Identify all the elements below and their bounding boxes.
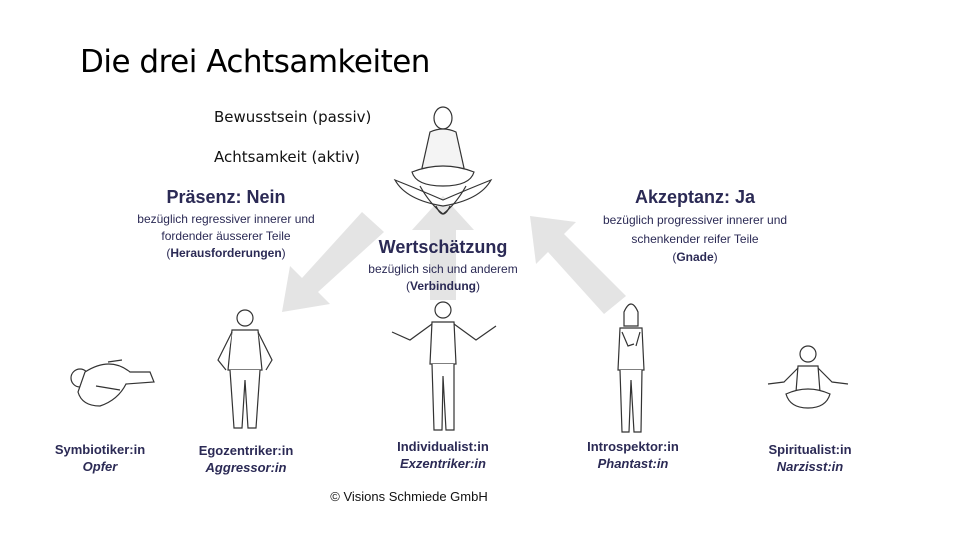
spiritualist-figure-icon: [767, 345, 849, 409]
shadow-label: Opfer: [82, 459, 118, 474]
meditating-monk-icon: [393, 106, 493, 215]
arrow-up-left: [530, 216, 626, 314]
role-label: Spiritualist:in: [768, 442, 852, 457]
role-label: Symbiotiker:in: [54, 442, 146, 457]
figure-label-introspektor: Introspektor:in Phantast:in: [563, 438, 703, 472]
appreciation-heading: Wertschätzung: [378, 237, 508, 257]
acceptance-keyword: Gnade: [676, 250, 714, 264]
shadow-label: Phantast:in: [597, 456, 669, 471]
acceptance-line2: schenkender reifer Teile: [631, 232, 759, 246]
copyright: © Visions Schmiede GmbH: [330, 489, 488, 504]
presence-line2: fordender äusserer Teile: [161, 229, 291, 243]
paren-close: ): [281, 246, 286, 260]
paren-open: (: [672, 250, 677, 264]
appreciation-line1: bezüglich sich und anderem: [368, 262, 518, 276]
figure-label-individualist: Individualist:in Exzentriker:in: [373, 438, 513, 472]
presence-line1: bezüglich regressiver innerer und: [137, 212, 315, 226]
paren-close: ): [713, 250, 718, 264]
symbiotiker-figure-icon: [70, 359, 155, 407]
individualist-figure-icon: [391, 301, 497, 431]
shadow-label: Aggressor:in: [205, 460, 287, 475]
egozentriker-figure-icon: [217, 309, 273, 429]
arrow-down-left: [282, 212, 384, 312]
appreciation-block: Wertschätzung bezüglich sich und anderem…: [323, 237, 563, 295]
figure-label-symbiotiker: Symbiotiker:in Opfer: [30, 441, 170, 475]
shadow-label: Exzentriker:in: [400, 456, 486, 471]
presence-keyword: Herausforderungen: [170, 246, 282, 260]
figure-label-egozentriker: Egozentriker:in Aggressor:in: [176, 442, 316, 476]
appreciation-keyword: Verbindung: [410, 279, 476, 293]
paren-close: ): [476, 279, 480, 293]
role-label: Egozentriker:in: [198, 443, 294, 458]
introspektor-figure-icon: [617, 303, 645, 433]
presence-block: Präsenz: Nein bezüglich regressiver inne…: [106, 187, 346, 262]
arrows: [282, 196, 626, 314]
paren-open: (: [406, 279, 410, 293]
role-label: Individualist:in: [397, 439, 489, 454]
presence-heading: Präsenz: Nein: [166, 187, 286, 207]
shadow-label: Narzisst:in: [776, 459, 844, 474]
figure-label-spiritualist: Spiritualist:in Narzisst:in: [740, 441, 880, 475]
acceptance-heading: Akzeptanz: Ja: [634, 187, 756, 207]
paren-open: (: [166, 246, 171, 260]
mode-passive: Bewusstsein (passiv): [214, 108, 372, 126]
page-title: Die drei Achtsamkeiten: [80, 44, 430, 80]
role-label: Introspektor:in: [587, 439, 679, 454]
acceptance-block: Akzeptanz: Ja bezüglich progressiver inn…: [575, 187, 815, 266]
arrow-up-center: [412, 196, 474, 300]
mode-active: Achtsamkeit (aktiv): [214, 148, 360, 166]
acceptance-line1: bezüglich progressiver innerer und: [602, 213, 788, 227]
